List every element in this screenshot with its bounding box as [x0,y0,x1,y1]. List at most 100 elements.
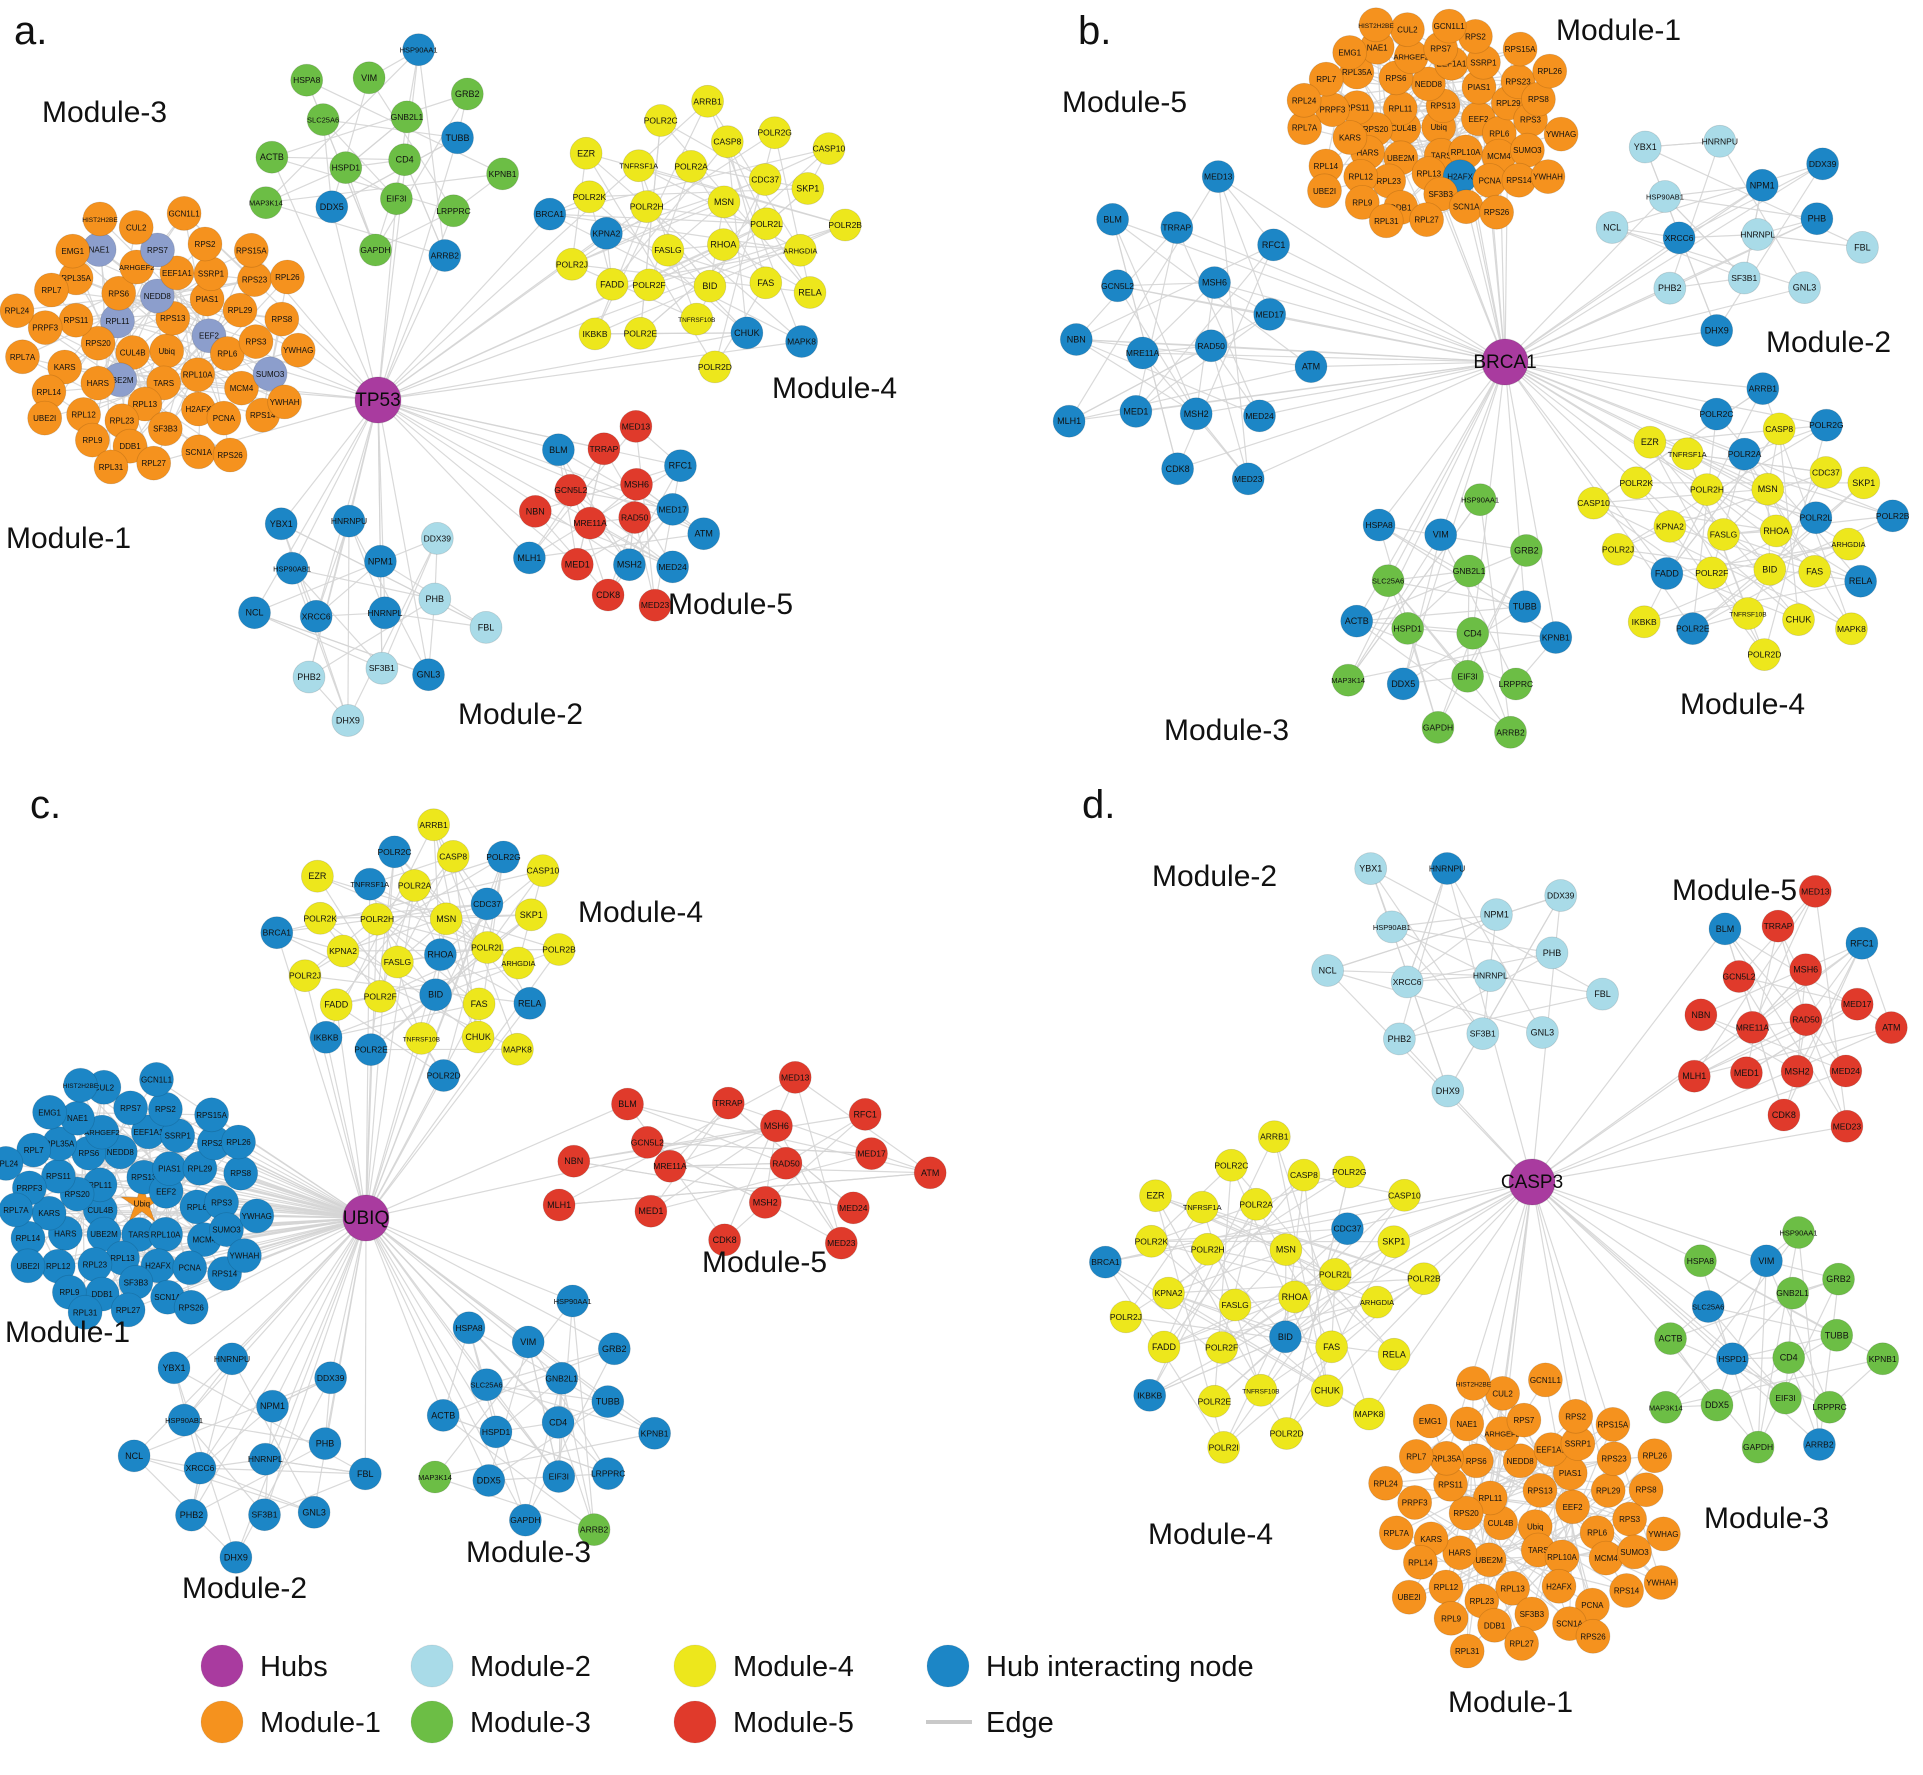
gene-node[interactable]: EEF2 [1555,1489,1590,1525]
gene-node[interactable]: MSH2 [748,1186,782,1219]
gene-node[interactable]: CUL2 [1390,12,1425,48]
gene-node[interactable]: CASP10 [526,854,560,887]
gene-node[interactable]: LRPPRC [1812,1390,1847,1424]
gene-node[interactable]: PHB [1535,936,1569,970]
gene-node[interactable]: SUMO3 [1617,1534,1652,1570]
gene-node[interactable]: MED1 [1119,394,1153,428]
gene-node[interactable]: HIST2H2BE [82,201,118,237]
gene-node[interactable]: KARS [47,349,83,385]
gene-node[interactable]: NBN [557,1144,591,1178]
gene-node[interactable]: RPL26 [221,1124,256,1160]
gene-node[interactable]: KPNA2 [326,934,360,968]
gene-node[interactable]: SF3B1 [1466,1017,1500,1050]
gene-node[interactable]: YWHAH [1643,1565,1679,1600]
gene-node[interactable]: HSP90AB1 [1373,910,1411,944]
gene-node[interactable]: CHUK [1782,603,1815,636]
gene-node[interactable]: EZR [1139,1179,1172,1213]
gene-node[interactable]: HSPD1 [1716,1342,1749,1376]
gene-node[interactable]: POLR2H [630,190,664,224]
gene-node[interactable]: GNB2L1 [1776,1276,1809,1310]
gene-node[interactable]: PHB2 [1383,1022,1416,1056]
gene-node[interactable]: RPS26 [1575,1618,1611,1654]
gene-node[interactable]: MED13 [778,1061,812,1094]
gene-node[interactable]: HSP90AA1 [400,33,438,67]
gene-node[interactable]: MCM4 [224,370,259,406]
gene-node[interactable]: RAD50 [618,501,652,534]
gene-node[interactable]: YBX1 [264,507,298,541]
gene-node[interactable]: ACTB [255,140,289,174]
gene-node[interactable]: POLR2E [1198,1384,1232,1418]
gene-node[interactable]: RPL31 [1368,203,1404,239]
gene-node[interactable]: RPL7A [0,1192,34,1228]
gene-node[interactable]: CASP8 [1762,412,1796,446]
gene-node[interactable]: BRCA1 [260,916,294,950]
gene-node[interactable]: EMG1 [32,1094,67,1130]
gene-node[interactable]: POLR2K [1135,1224,1169,1258]
gene-node[interactable]: MAPK8 [785,325,818,358]
gene-node[interactable]: MED17 [855,1137,888,1170]
gene-node[interactable]: ARRB1 [1746,372,1780,406]
gene-node[interactable]: KPNA2 [1152,1276,1185,1310]
gene-node[interactable]: POLR2K [573,180,607,214]
gene-node[interactable]: RHOA [1278,1280,1311,1314]
gene-node[interactable]: HSPD1 [479,1415,513,1449]
gene-node[interactable]: RPS7 [113,1090,149,1126]
gene-node[interactable]: SLC25A6 [1371,564,1405,598]
gene-node[interactable]: FADD [1650,557,1684,590]
gene-node[interactable]: SCN1A [1448,189,1484,225]
gene-node[interactable]: RPS15A [1502,31,1538,67]
gene-node[interactable]: PCNA [172,1250,208,1286]
gene-node[interactable]: MED23 [1231,462,1265,496]
gene-node[interactable]: CD4 [1456,616,1490,650]
gene-node[interactable]: YWHAG [280,332,316,368]
gene-node[interactable]: POLR2K [1620,466,1654,500]
gene-node[interactable]: ARRB2 [1494,715,1527,749]
gene-node[interactable]: POLR2E [354,1033,388,1066]
gene-node[interactable]: RAD50 [769,1146,803,1180]
gene-node[interactable]: GRB2 [1822,1262,1855,1296]
gene-node[interactable]: POLR2L [1318,1258,1352,1291]
gene-node[interactable]: RPL35A [1429,1440,1464,1476]
gene-node[interactable]: HNRNPL [1740,218,1775,251]
gene-node[interactable]: GNL3 [1526,1016,1559,1049]
gene-node[interactable]: RPL24 [1368,1465,1403,1501]
gene-node[interactable]: CDK8 [1767,1098,1801,1132]
gene-node[interactable]: HNRNPU [331,504,367,538]
gene-node[interactable]: GAPDH [509,1503,542,1537]
gene-node[interactable]: YBX1 [1354,852,1388,885]
gene-node[interactable]: RPL13 [1495,1570,1530,1606]
gene-node[interactable]: POLR2J [288,959,322,993]
gene-node[interactable]: POLR2E [624,316,658,350]
gene-node[interactable]: GCN1L1 [1431,8,1467,44]
gene-node[interactable]: BLM [611,1087,644,1121]
gene-node[interactable]: GAPDH [359,233,392,267]
gene-node[interactable]: POLR2J [1109,1300,1143,1334]
gene-node[interactable]: EZR [300,859,334,893]
gene-node[interactable]: CDC37 [748,163,782,196]
gene-node[interactable]: GAPDH [1421,711,1455,744]
gene-node[interactable]: RPS8 [264,301,300,337]
gene-node[interactable]: GNB2L1 [390,100,424,134]
gene-node[interactable]: EIF3I [1451,659,1484,693]
gene-node[interactable]: MRE11A [1126,336,1160,370]
gene-node[interactable]: DDX5 [1700,1388,1734,1422]
gene-node[interactable]: IKBKB [1627,605,1661,639]
gene-node[interactable]: GCN1L1 [139,1062,174,1097]
gene-node[interactable]: LRPPRC [591,1457,625,1490]
gene-node[interactable]: YBX1 [157,1351,191,1385]
gene-node[interactable]: RPS20 [80,325,116,361]
gene-node[interactable]: GRB2 [1510,534,1543,567]
gene-node[interactable]: RPL24 [0,1146,24,1181]
gene-node[interactable]: CASP10 [812,132,846,166]
gene-node[interactable]: SF3B3 [1514,1596,1550,1632]
gene-node[interactable]: RPS7 [1506,1402,1542,1438]
gene-node[interactable]: YWHAG [1543,116,1579,152]
gene-node[interactable]: NCL [1311,954,1344,987]
gene-node[interactable]: MAP3K14 [418,1460,452,1494]
gene-node[interactable]: BID [1269,1320,1302,1354]
gene-node[interactable]: RPS6 [1458,1443,1494,1479]
gene-node[interactable]: HARS [1442,1535,1478,1571]
gene-node[interactable]: CDC37 [470,887,504,921]
gene-node[interactable]: NPM1 [256,1389,289,1423]
gene-node[interactable]: GNL3 [1788,271,1821,305]
